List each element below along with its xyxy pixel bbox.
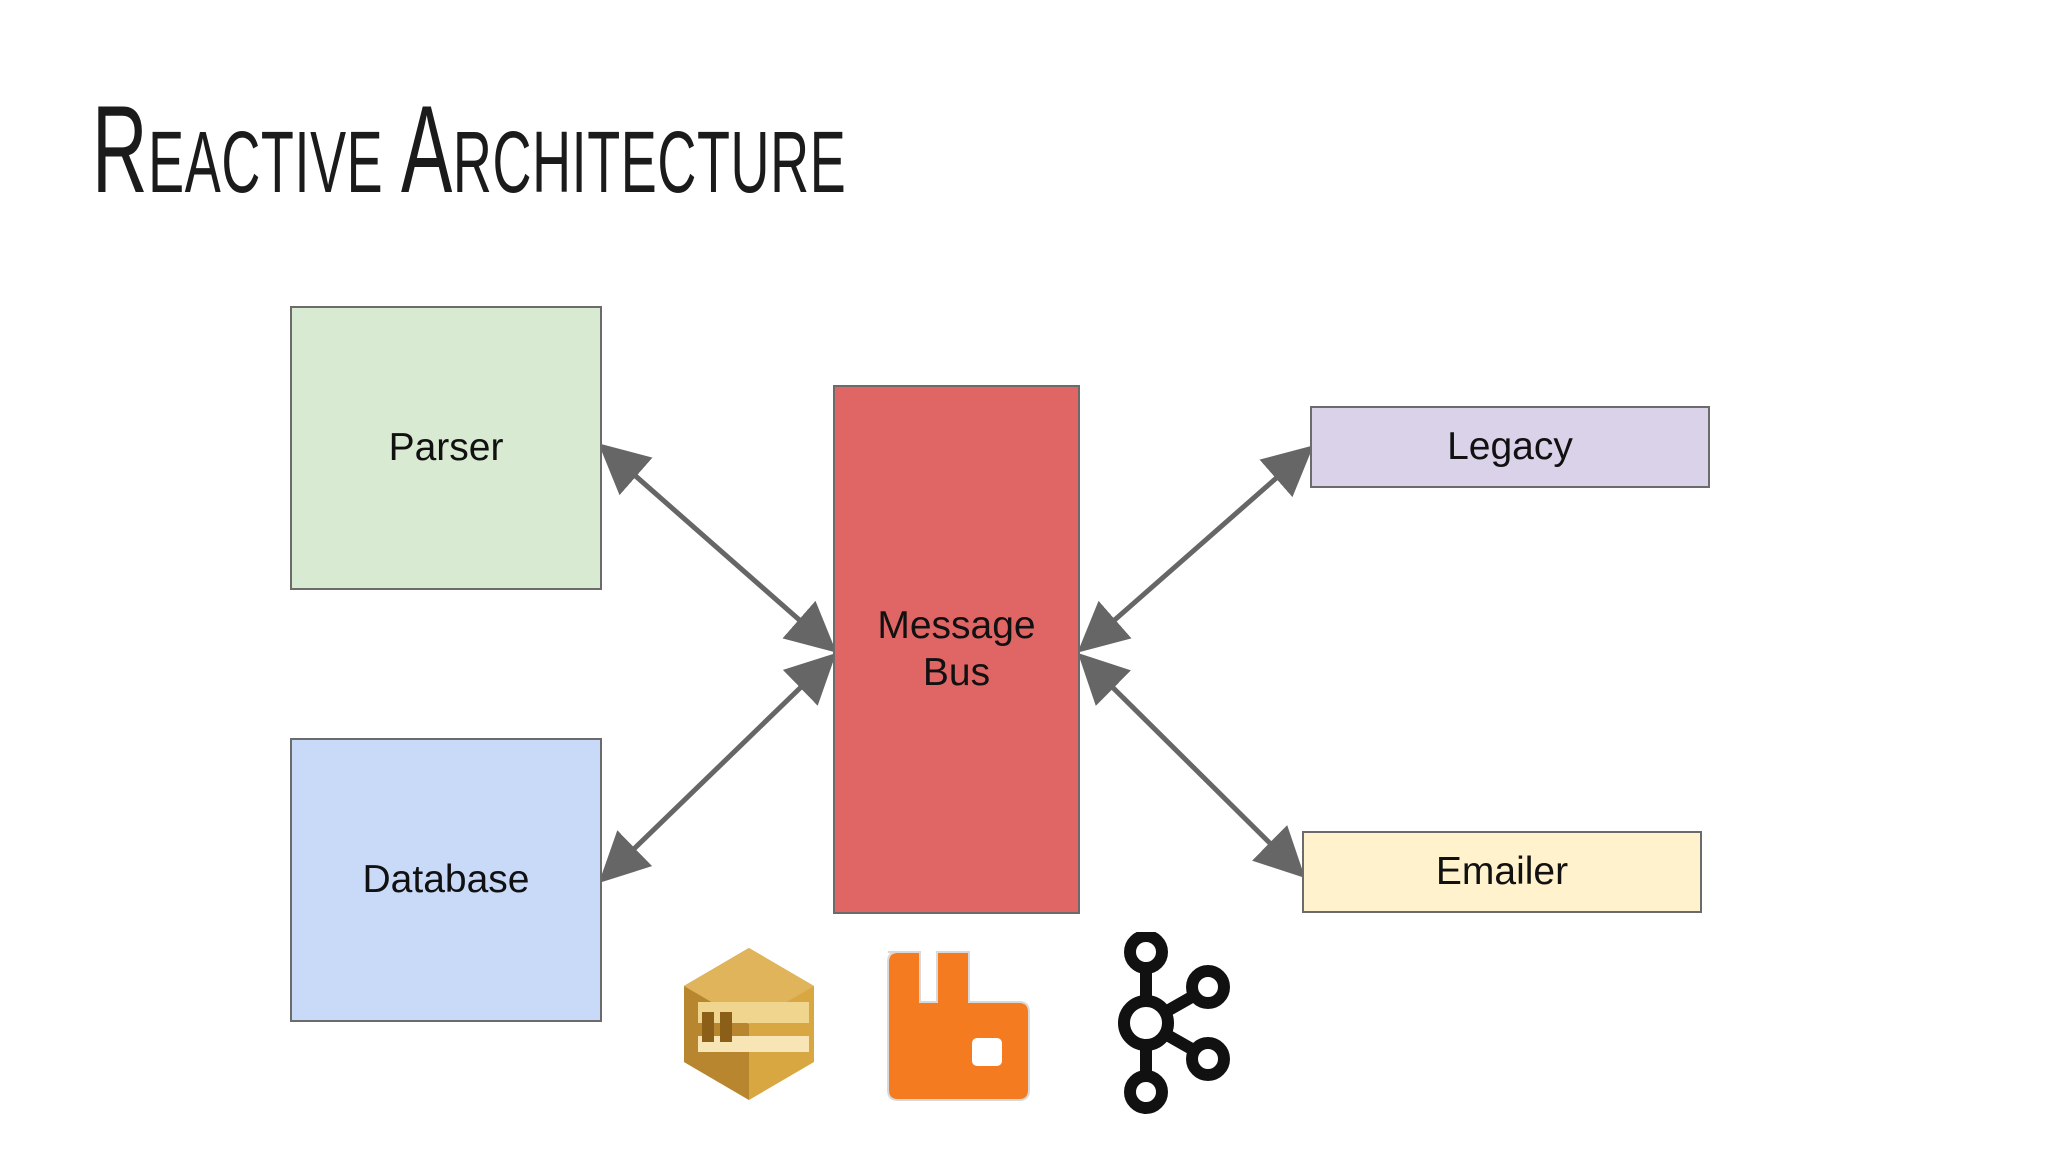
database-node: Database [290,738,602,1022]
emailer-node: Emailer [1302,831,1702,913]
parser-label: Parser [388,425,504,469]
rabbitmq-icon [887,951,1030,1101]
message-bus-label: Message Bus [835,603,1078,697]
edge-emailer-bus [1077,652,1306,879]
aws-sqs-icon [684,948,814,1100]
message-bus-label-line1: Message [877,603,1036,647]
slide-title: Reactive Architecture [92,81,847,219]
legacy-label: Legacy [1447,424,1573,468]
message-bus-node: Message Bus [833,385,1080,914]
message-bus-label-line2: Bus [922,650,991,694]
edge-parser-bus [598,443,837,653]
emailer-label: Emailer [1435,849,1569,893]
edge-database-bus [598,653,837,883]
edge-legacy-bus [1077,445,1314,653]
kafka-icon [1118,932,1230,1114]
parser-node: Parser [290,306,602,590]
database-label: Database [362,857,530,901]
legacy-node: Legacy [1310,406,1710,488]
